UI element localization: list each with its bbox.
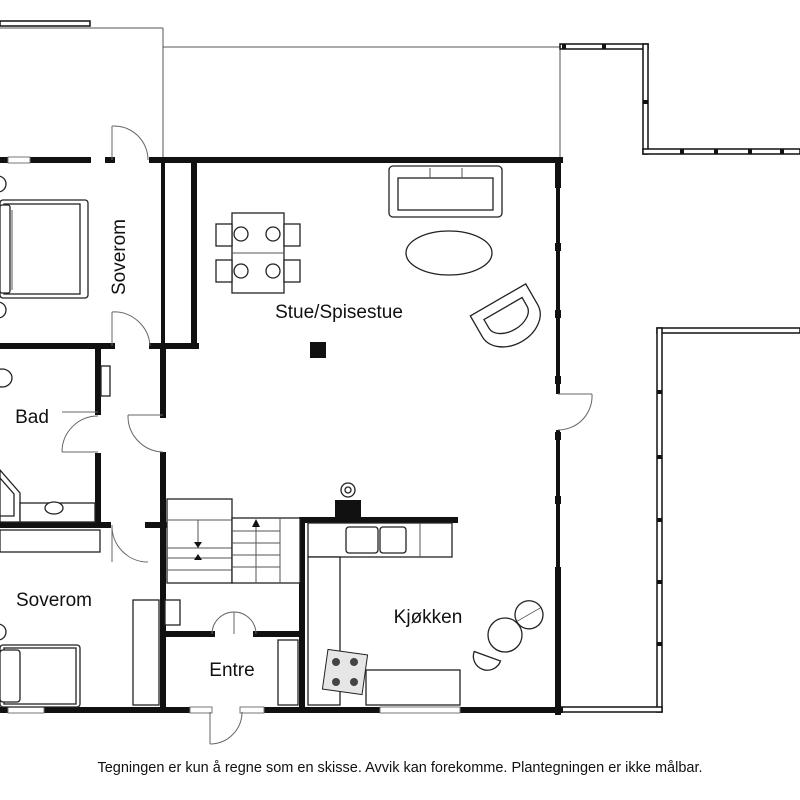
coffee-table (405, 230, 493, 276)
kitchen-table (472, 600, 544, 671)
room-label-soverom-upper: Soverom (109, 219, 130, 295)
column (310, 342, 326, 358)
outdoor-outlines (0, 20, 561, 158)
bed-lower (0, 623, 81, 708)
disclaimer-text: Tegningen er kun å regne som en skisse. … (97, 760, 703, 776)
armchair (469, 282, 541, 348)
room-label-entre: Entre (209, 660, 254, 681)
staircase (166, 498, 301, 584)
terrace-railing-right (559, 327, 800, 713)
doors (61, 125, 593, 745)
kitchen-fixtures (307, 482, 461, 706)
walls (0, 157, 563, 715)
room-label-stue: Stue/Spisestue (275, 302, 403, 323)
sofa (388, 165, 503, 218)
room-label-kjokken: Kjøkken (394, 607, 463, 628)
wardrobes (0, 529, 299, 706)
dining-table (215, 212, 301, 294)
bathroom-fixtures (0, 365, 111, 523)
bed-upper (0, 175, 89, 319)
room-label-bad: Bad (15, 407, 49, 428)
room-label-soverom-lower: Soverom (16, 590, 92, 611)
terrace-railing-top (559, 43, 800, 155)
top-left-railing (0, 20, 91, 27)
